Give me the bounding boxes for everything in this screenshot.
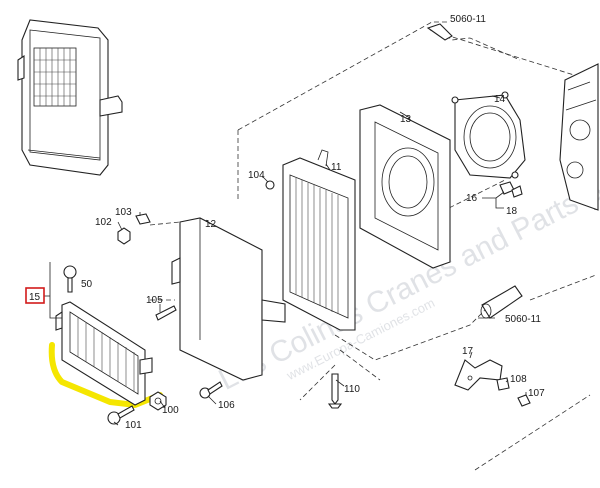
part-label-14: 14 bbox=[494, 94, 506, 105]
selected-part-box-15 bbox=[25, 287, 45, 304]
part-label-100: 100 bbox=[162, 405, 179, 416]
bolt-50-icon bbox=[63, 265, 77, 293]
bracket-17-icon bbox=[454, 359, 503, 391]
part-label-13: 13 bbox=[400, 114, 412, 125]
radiator-core-11 bbox=[282, 149, 356, 331]
shroud-panel-12 bbox=[171, 217, 286, 381]
part-label-104: 104 bbox=[248, 170, 265, 181]
part-label-12: 12 bbox=[205, 219, 217, 230]
clip-104-icon bbox=[265, 180, 275, 190]
part-label-101: 101 bbox=[125, 420, 142, 431]
ref-5060-bottom-label: 5060-11 bbox=[505, 314, 541, 325]
part-label-108: 108 bbox=[510, 374, 527, 385]
bolt-106-icon bbox=[199, 381, 223, 399]
part-label-107: 107 bbox=[528, 388, 545, 399]
part-label-103: 103 bbox=[115, 207, 132, 218]
stud-110-icon bbox=[327, 373, 343, 409]
fan-ring-14 bbox=[451, 91, 526, 179]
bolt-101-icon bbox=[107, 405, 135, 425]
hose-5060-top bbox=[426, 23, 453, 41]
fan-shroud-13 bbox=[359, 104, 451, 269]
part-label-11: 11 bbox=[331, 162, 342, 173]
screw-105-icon bbox=[155, 305, 177, 321]
part-label-18: 18 bbox=[506, 206, 518, 217]
part-labels: 5060-11 5060-11 11 12 13 14 15 16 17 18 … bbox=[25, 14, 545, 431]
assembled-radiator-inset bbox=[17, 19, 123, 176]
part-label-105: 105 bbox=[146, 295, 163, 306]
part-label-50: 50 bbox=[81, 279, 93, 290]
part-label-110: 110 bbox=[344, 384, 360, 395]
washer-103-icon bbox=[135, 213, 151, 225]
hardware bbox=[63, 180, 531, 425]
nut-100-icon bbox=[149, 391, 167, 411]
fitting-16-icon bbox=[499, 181, 523, 198]
nut-102-icon bbox=[117, 227, 131, 245]
part-label-106: 106 bbox=[218, 400, 235, 411]
ref-5060-top-label: 5060-11 bbox=[450, 14, 486, 25]
part-label-15: 15 bbox=[29, 292, 41, 303]
leader-lines bbox=[42, 95, 527, 426]
part-label-17: 17 bbox=[462, 346, 474, 357]
part-label-102: 102 bbox=[95, 217, 112, 228]
engine-fragment bbox=[559, 63, 599, 211]
part-label-16: 16 bbox=[466, 193, 478, 204]
condenser-15 bbox=[48, 301, 163, 408]
washer-108-icon bbox=[496, 377, 510, 391]
bolt-107-icon bbox=[517, 394, 531, 407]
